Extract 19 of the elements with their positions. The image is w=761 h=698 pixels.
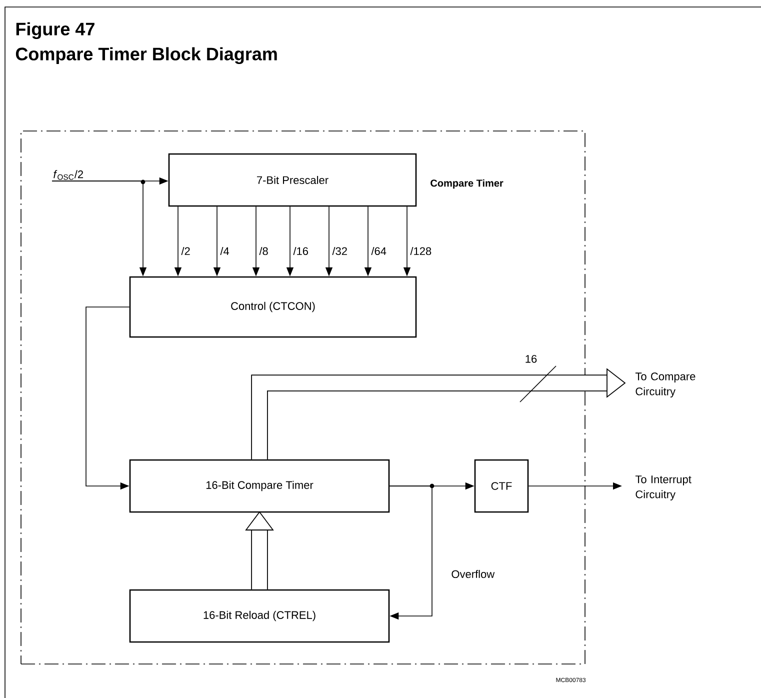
edge-label: /16 — [292, 246, 310, 256]
input-label: f$_{OSC}$/2 — [54, 170, 84, 180]
edge-label: /128 — [409, 246, 433, 256]
block-box: Control (CTCON) — [129, 276, 417, 338]
edge-label: /2 — [180, 246, 192, 256]
block-box: CTF — [474, 459, 529, 513]
output-label: To Interrupt Circuitry — [635, 476, 692, 500]
title: Compare Timer Block Diagram — [16, 47, 277, 64]
edge-label: /4 — [219, 246, 230, 256]
block-box: 7-Bit Prescaler — [168, 153, 417, 207]
edge-label: /64 — [370, 246, 388, 256]
block-box: 16-Bit Reload (CTREL) — [129, 589, 390, 643]
edge-label: 16 — [524, 354, 538, 364]
arrow — [389, 484, 434, 620]
edge-label: /32 — [331, 246, 348, 256]
output-label: To Compare Circuitry — [635, 372, 696, 398]
figure-number: Figure 47 — [16, 22, 94, 40]
edge-label: /8 — [258, 246, 270, 256]
edge-label: Overflow — [450, 568, 496, 580]
